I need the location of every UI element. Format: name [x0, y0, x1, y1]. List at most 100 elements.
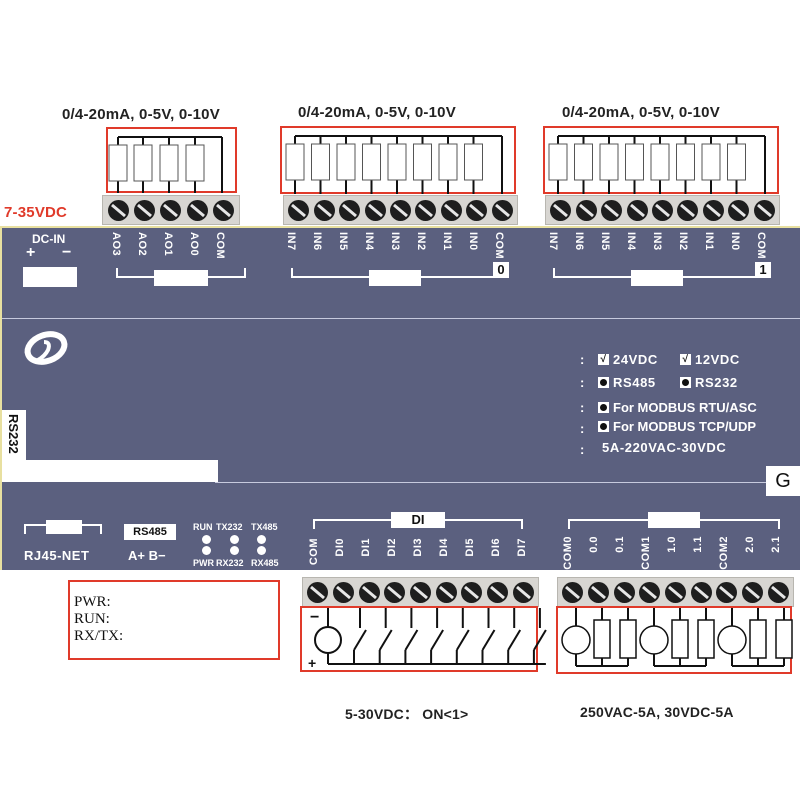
screw-icon[interactable]: [486, 581, 508, 603]
serial-rs232-option[interactable]: RS232: [680, 375, 738, 390]
screw-icon[interactable]: [364, 199, 386, 221]
source-minus-sign: −: [310, 609, 319, 626]
screw-icon[interactable]: [550, 199, 572, 221]
switch-lever: [507, 629, 522, 651]
screw-icon[interactable]: [384, 581, 406, 603]
radio-selected-icon[interactable]: [598, 421, 609, 432]
screw-icon[interactable]: [728, 199, 750, 221]
switch-lever: [430, 629, 444, 651]
screw-icon[interactable]: [690, 581, 712, 603]
supply-24vdc-option[interactable]: √ 24VDC: [598, 352, 658, 367]
led-label-tx485: TX485: [251, 522, 278, 532]
resistor-icon: [464, 143, 483, 181]
screw-icon[interactable]: [677, 199, 699, 221]
screw-icon[interactable]: [601, 199, 623, 221]
resistor-icon: [336, 143, 356, 181]
screw-icon[interactable]: [107, 199, 129, 221]
screw-icon[interactable]: [288, 199, 310, 221]
relay-rating-spec: 5A-220VAC-30VDC: [602, 440, 727, 455]
terminal-label: 2.1: [770, 536, 782, 553]
ao-load-resistors: [108, 136, 223, 193]
screw-icon[interactable]: [626, 199, 648, 221]
screw-icon[interactable]: [415, 199, 437, 221]
screw-icon[interactable]: [741, 581, 763, 603]
screw-icon[interactable]: [639, 581, 661, 603]
protocol-tcp-option[interactable]: For MODBUS TCP/UDP: [598, 419, 756, 434]
load-resistor-icon: [619, 619, 637, 659]
dc-plus-label: +: [26, 244, 36, 261]
rs485-port-label[interactable]: RS485: [124, 524, 176, 540]
screw-icon[interactable]: [716, 581, 738, 603]
screw-icon[interactable]: [213, 199, 235, 221]
screw-icon[interactable]: [389, 199, 411, 221]
rj45-connector[interactable]: [46, 520, 82, 534]
terminal-label: IN5: [337, 232, 349, 251]
di-voltage-caption: 5-30VDC： ON<1>: [345, 706, 469, 722]
screw-icon[interactable]: [358, 581, 380, 603]
screw-icon[interactable]: [664, 581, 686, 603]
terminal-label: IN4: [625, 232, 637, 251]
terminal-label: DI4: [438, 538, 450, 557]
screw-icon[interactable]: [409, 581, 431, 603]
terminal-label: IN3: [651, 232, 663, 251]
protocol-rtu-label: For MODBUS RTU/ASC: [613, 400, 757, 415]
ai1-terminal-strip: [545, 195, 780, 225]
switch-lever: [455, 629, 470, 651]
radio-selected-icon[interactable]: [680, 377, 691, 388]
screw-icon[interactable]: [332, 581, 354, 603]
switch-lever: [353, 629, 367, 651]
led-pwr-indicator: [202, 546, 211, 555]
screw-icon[interactable]: [313, 199, 335, 221]
screw-icon[interactable]: [461, 581, 483, 603]
status-legend-run: RUN:: [74, 611, 110, 627]
di-wiring-box: − +: [300, 606, 547, 672]
load-resistor-icon: [749, 619, 767, 659]
screw-icon[interactable]: [307, 581, 329, 603]
screw-icon[interactable]: [134, 199, 156, 221]
screw-icon[interactable]: [435, 581, 457, 603]
screw-icon[interactable]: [702, 199, 724, 221]
protocol-rtu-option[interactable]: For MODBUS RTU/ASC: [598, 400, 757, 415]
terminal-label: COM: [214, 232, 226, 260]
screw-icon[interactable]: [562, 581, 584, 603]
screw-icon[interactable]: [440, 199, 462, 221]
radio-selected-icon[interactable]: [598, 377, 609, 388]
screw-icon[interactable]: [651, 199, 673, 221]
radio-selected-icon[interactable]: [598, 402, 609, 413]
terminal-label: IN5: [599, 232, 611, 251]
resistor-icon: [599, 143, 619, 181]
relay-connector-tag: [648, 512, 700, 528]
checkbox-checked-icon[interactable]: √: [680, 354, 691, 365]
relay-rating-caption: 250VAC-5A, 30VDC-5A: [580, 704, 734, 720]
checkbox-checked-icon[interactable]: √: [598, 354, 609, 365]
screw-icon[interactable]: [767, 581, 789, 603]
screw-icon[interactable]: [186, 199, 208, 221]
terminal-label: DI7: [516, 538, 528, 557]
serial-rs232-label: RS232: [695, 375, 738, 390]
terminal-label: DI3: [412, 538, 424, 557]
terminal-label: 0.1: [614, 536, 626, 553]
resistor-icon: [625, 143, 644, 181]
screw-icon[interactable]: [466, 199, 488, 221]
serial-rs485-option[interactable]: RS485: [598, 375, 656, 390]
supply-12vdc-option[interactable]: √ 12VDC: [680, 352, 740, 367]
screw-icon[interactable]: [491, 199, 513, 221]
resistor-icon: [438, 143, 458, 181]
screw-icon[interactable]: [339, 199, 361, 221]
load-resistor-icon: [697, 619, 715, 659]
di-switch-circuit: − +: [308, 608, 547, 671]
screw-icon[interactable]: [587, 581, 609, 603]
led-run-indicator: [202, 535, 211, 544]
screw-icon[interactable]: [160, 199, 182, 221]
terminal-label: 1.1: [692, 536, 704, 553]
screw-icon[interactable]: [512, 581, 534, 603]
screw-icon[interactable]: [575, 199, 597, 221]
screw-icon[interactable]: [613, 581, 635, 603]
terminal-label: AO1: [162, 232, 174, 257]
terminal-label: IN7: [547, 232, 559, 251]
ai1-connector-tag: [631, 270, 683, 286]
terminal-label: IN6: [573, 232, 585, 251]
screw-icon[interactable]: [753, 199, 775, 221]
resistor-icon: [676, 143, 695, 181]
dc-in-connector[interactable]: [23, 267, 77, 287]
